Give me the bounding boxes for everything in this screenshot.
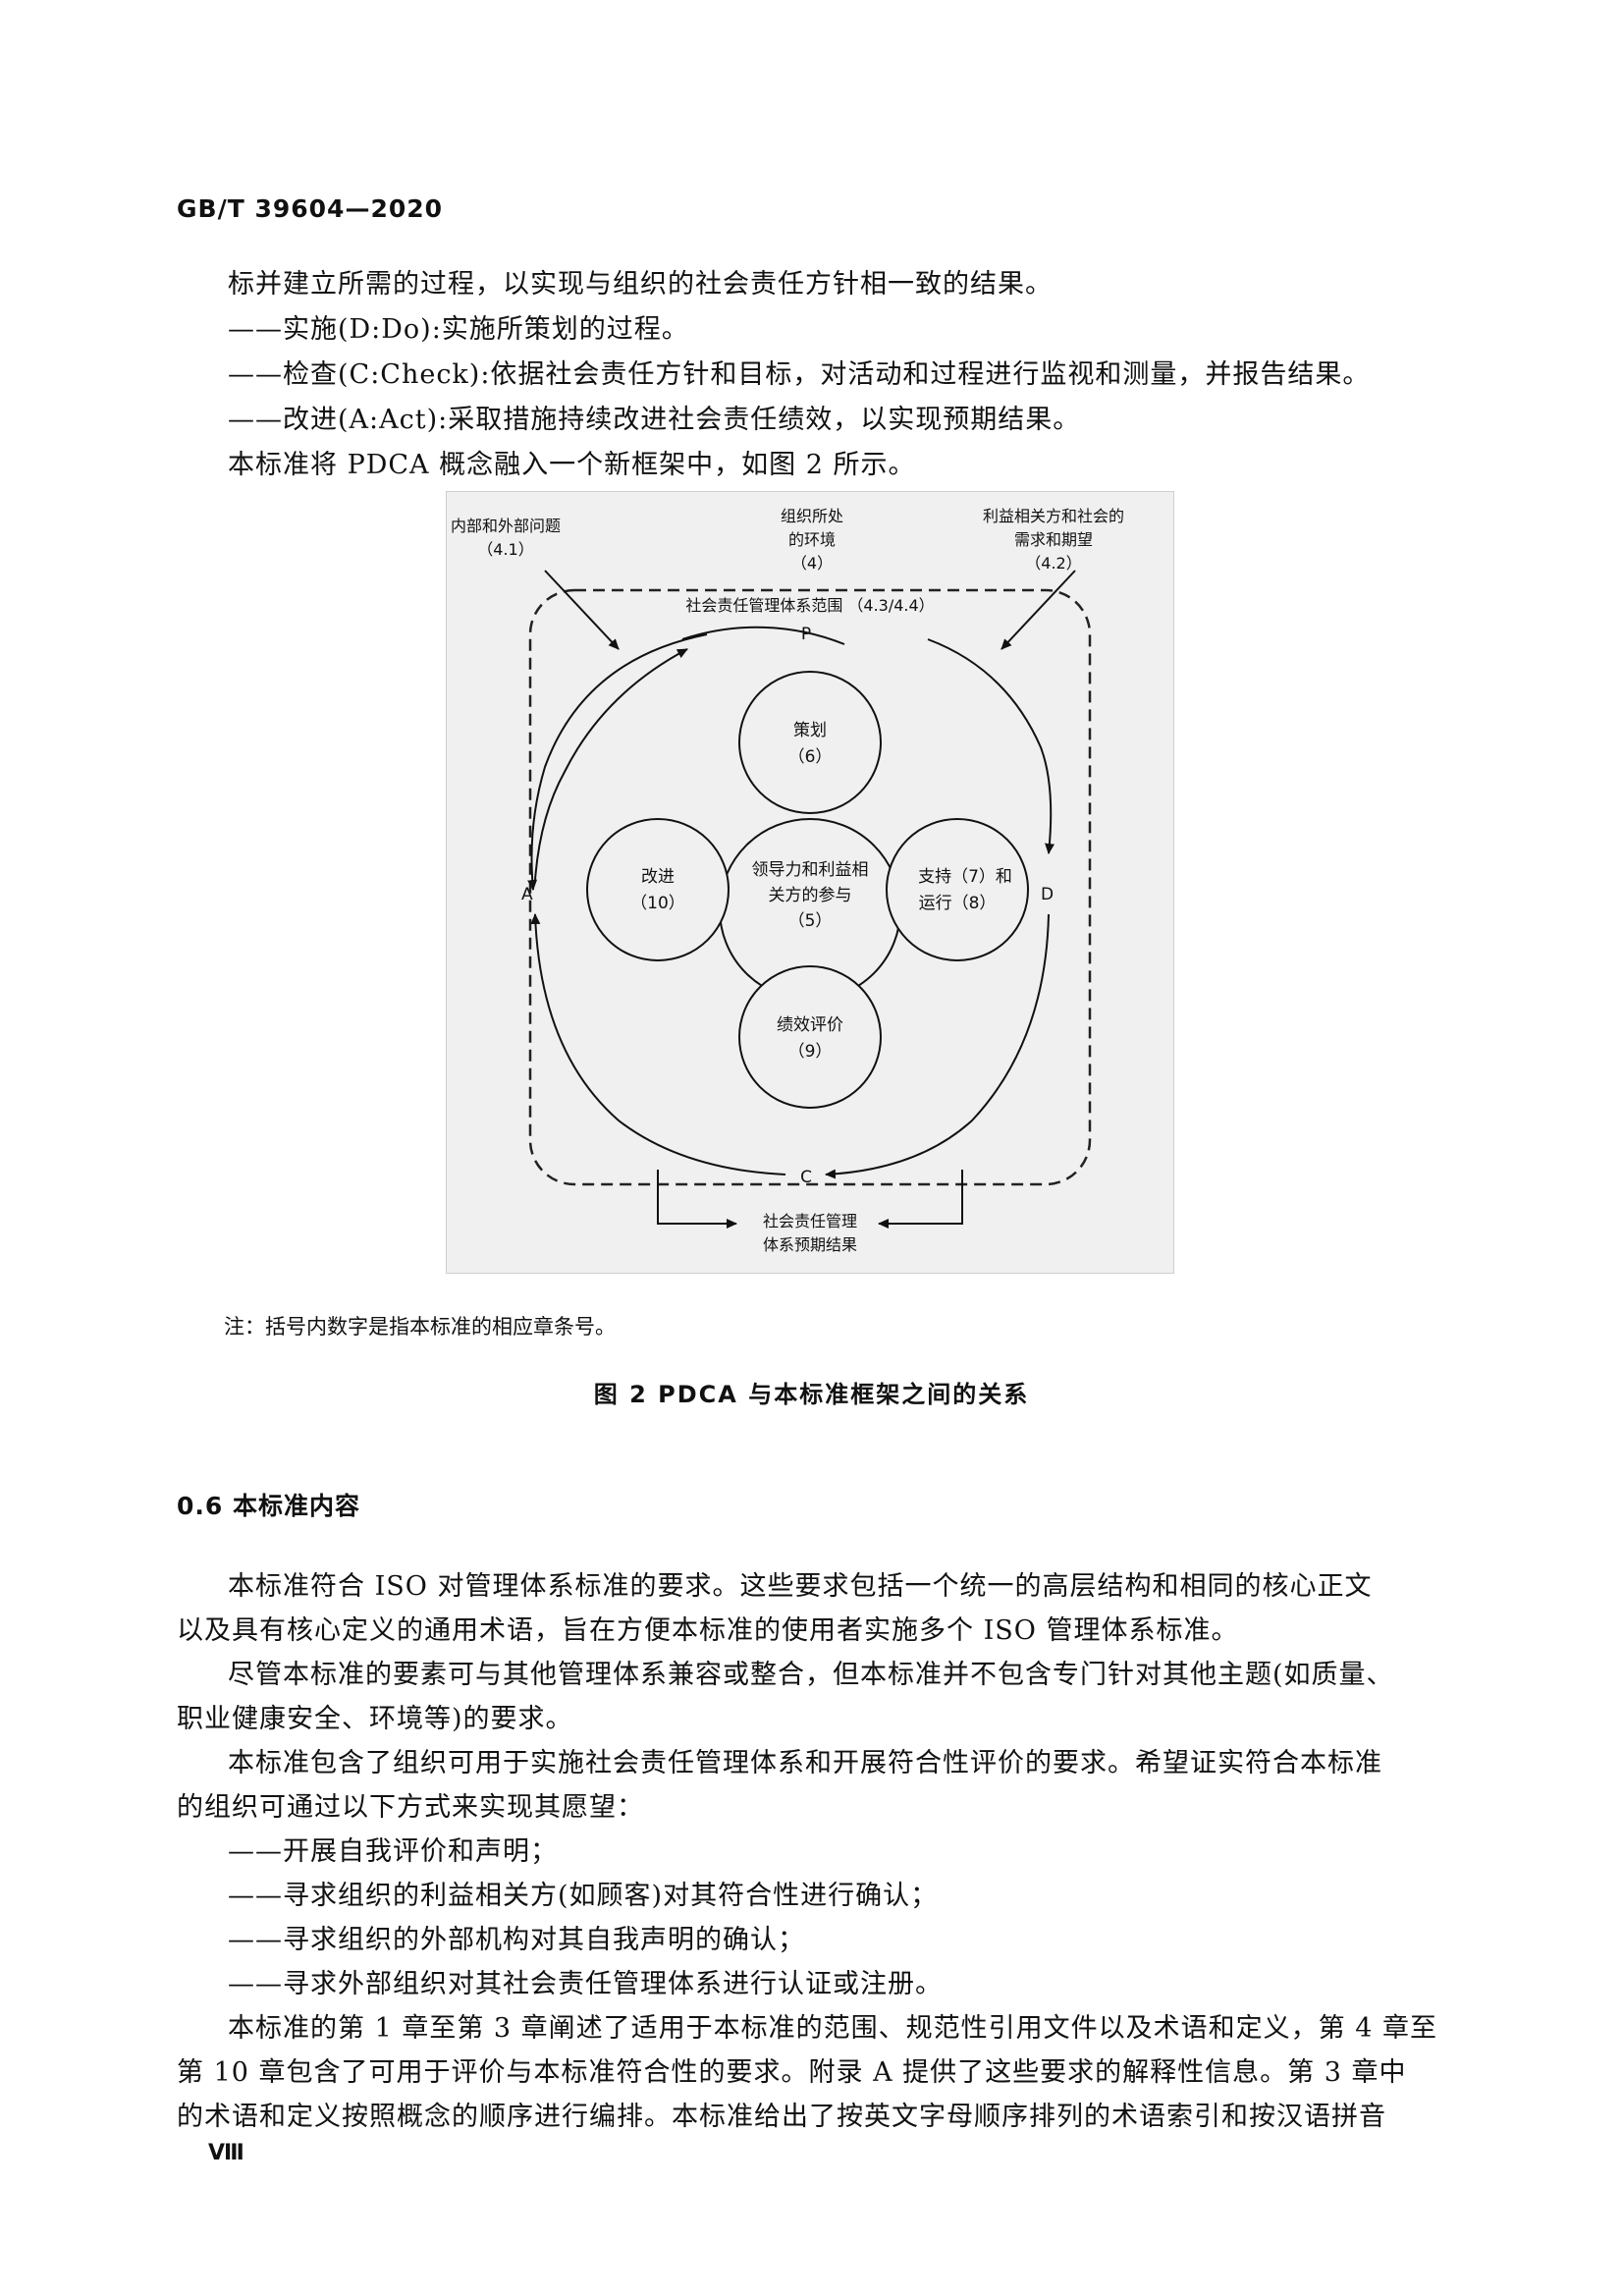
input-center-ref: （4）: [791, 554, 833, 573]
scope-label: 社会责任管理体系范围 （4.3/4.4）: [685, 596, 934, 615]
plan-ref: （6）: [788, 747, 833, 767]
letter-a: A: [521, 885, 533, 904]
cycle-arc-p-to-a-left: [527, 633, 708, 891]
intro-line-3: ——检查(C:Check):依据社会责任方针和目标，对活动和过程进行监视和测量，…: [228, 359, 1371, 390]
output-arrow-left: [657, 1170, 737, 1229]
standard-number: GB/T 39604—2020: [177, 194, 444, 223]
figure-note: 注：括号内数字是指本标准的相应章条号。: [224, 1315, 616, 1339]
cycle-arc-top: [681, 626, 845, 645]
body-line-6: 的组织可通过以下方式来实现其愿望：: [177, 1792, 644, 1823]
body-line-2: 以及具有核心定义的通用术语，旨在方便本标准的使用者实施多个 ISO 管理体系标准…: [177, 1615, 1239, 1646]
output-label-1: 社会责任管理: [763, 1212, 857, 1230]
input-right-label-2: 需求和期望: [1014, 530, 1093, 549]
body-line-8: ——寻求组织的利益相关方(如顾客)对其符合性进行确认；: [228, 1881, 939, 1911]
cycle-arc-d-to-c: [825, 913, 1050, 1179]
output-label-2: 体系预期结果: [763, 1235, 857, 1254]
input-arrow-right: [1001, 570, 1076, 650]
output-arrow-right: [878, 1170, 963, 1229]
plan-label: 策划: [793, 721, 827, 740]
letter-c: C: [800, 1168, 812, 1187]
body-line-11: 本标准的第 1 章至第 3 章阐述了适用于本标准的范围、规范性引用文件以及术语和…: [228, 2013, 1438, 2044]
plan-circle: [738, 671, 882, 814]
pdca-diagram: 内部和外部问题 （4.1） 组织所处 的环境 （4） 利益相关方和社会的 需求和…: [451, 507, 1124, 1254]
eval-ref: （9）: [788, 1042, 833, 1062]
intro-line-1: 标并建立所需的过程，以实现与组织的社会责任方针相一致的结果。: [228, 269, 1053, 300]
body-line-13: 的术语和定义按照概念的顺序进行编排。本标准给出了按英文字母顺序排列的术语索引和按…: [177, 2102, 1386, 2132]
body-line-12: 第 10 章包含了可用于评价与本标准符合性的要求。附录 A 提供了这些要求的解释…: [177, 2057, 1407, 2088]
eval-label: 绩效评价: [777, 1015, 843, 1035]
body-line-5: 本标准包含了组织可用于实施社会责任管理体系和开展符合性评价的要求。希望证实符合本…: [228, 1748, 1382, 1778]
input-arrow-left: [544, 570, 620, 650]
scope-label-bg: [658, 593, 962, 617]
cycle-arc-p-to-d: [927, 638, 1055, 854]
input-left-ref: （4.1）: [477, 540, 533, 559]
intro-line-5: 本标准将 PDCA 概念融入一个新框架中，如图 2 所示。: [228, 450, 916, 480]
eval-circle: [738, 965, 882, 1109]
cycle-arc-a-to-p: [534, 648, 688, 881]
input-right-ref: （4.2）: [1025, 554, 1081, 573]
body-line-10: ——寻求外部组织对其社会责任管理体系进行认证或注册。: [228, 1969, 943, 1999]
input-left-label: 内部和外部问题: [451, 517, 561, 535]
intro-line-4: ——改进(A:Act):采取措施持续改进社会责任绩效，以实现预期结果。: [228, 405, 1081, 435]
support-label: 支持（7）和: [918, 867, 1012, 887]
figure-caption: 图 2 PDCA 与本标准框架之间的关系: [593, 1381, 1030, 1408]
improve-label: 改进: [641, 867, 675, 887]
center-label-1: 领导力和利益相: [752, 860, 869, 880]
body-line-7: ——开展自我评价和声明；: [228, 1836, 558, 1867]
body-line-4: 职业健康安全、环境等)的要求。: [177, 1704, 573, 1734]
body-line-3: 尽管本标准的要素可与其他管理体系兼容或整合，但本标准并不包含专门针对其他主题(如…: [228, 1660, 1394, 1690]
support-circle: [886, 818, 1029, 961]
support-label-2: 运行（8）: [919, 894, 997, 913]
body-line-9: ——寻求组织的外部机构对其自我声明的确认；: [228, 1925, 805, 1955]
letter-p: P: [801, 625, 811, 644]
section-heading: 0.6 本标准内容: [177, 1492, 360, 1520]
cycle-arc-c-to-a: [530, 913, 786, 1175]
letter-d: D: [1041, 885, 1054, 904]
page-number: Ⅷ: [208, 2141, 244, 2165]
body-line-1: 本标准符合 ISO 对管理体系标准的要求。这些要求包括一个统一的高层结构和相同的…: [228, 1571, 1373, 1602]
input-center-label-1: 组织所处: [781, 507, 843, 525]
input-right-label-1: 利益相关方和社会的: [983, 507, 1124, 525]
improve-circle: [586, 818, 730, 961]
input-center-label-2: 的环境: [788, 530, 836, 549]
pdca-framework-figure: 内部和外部问题 （4.1） 组织所处 的环境 （4） 利益相关方和社会的 需求和…: [446, 491, 1174, 1274]
improve-ref: （10）: [630, 894, 685, 913]
center-ref: （5）: [788, 911, 833, 931]
intro-line-2: ——实施(D:Do):实施所策划的过程。: [228, 314, 689, 345]
center-label-2: 关方的参与: [769, 886, 852, 905]
